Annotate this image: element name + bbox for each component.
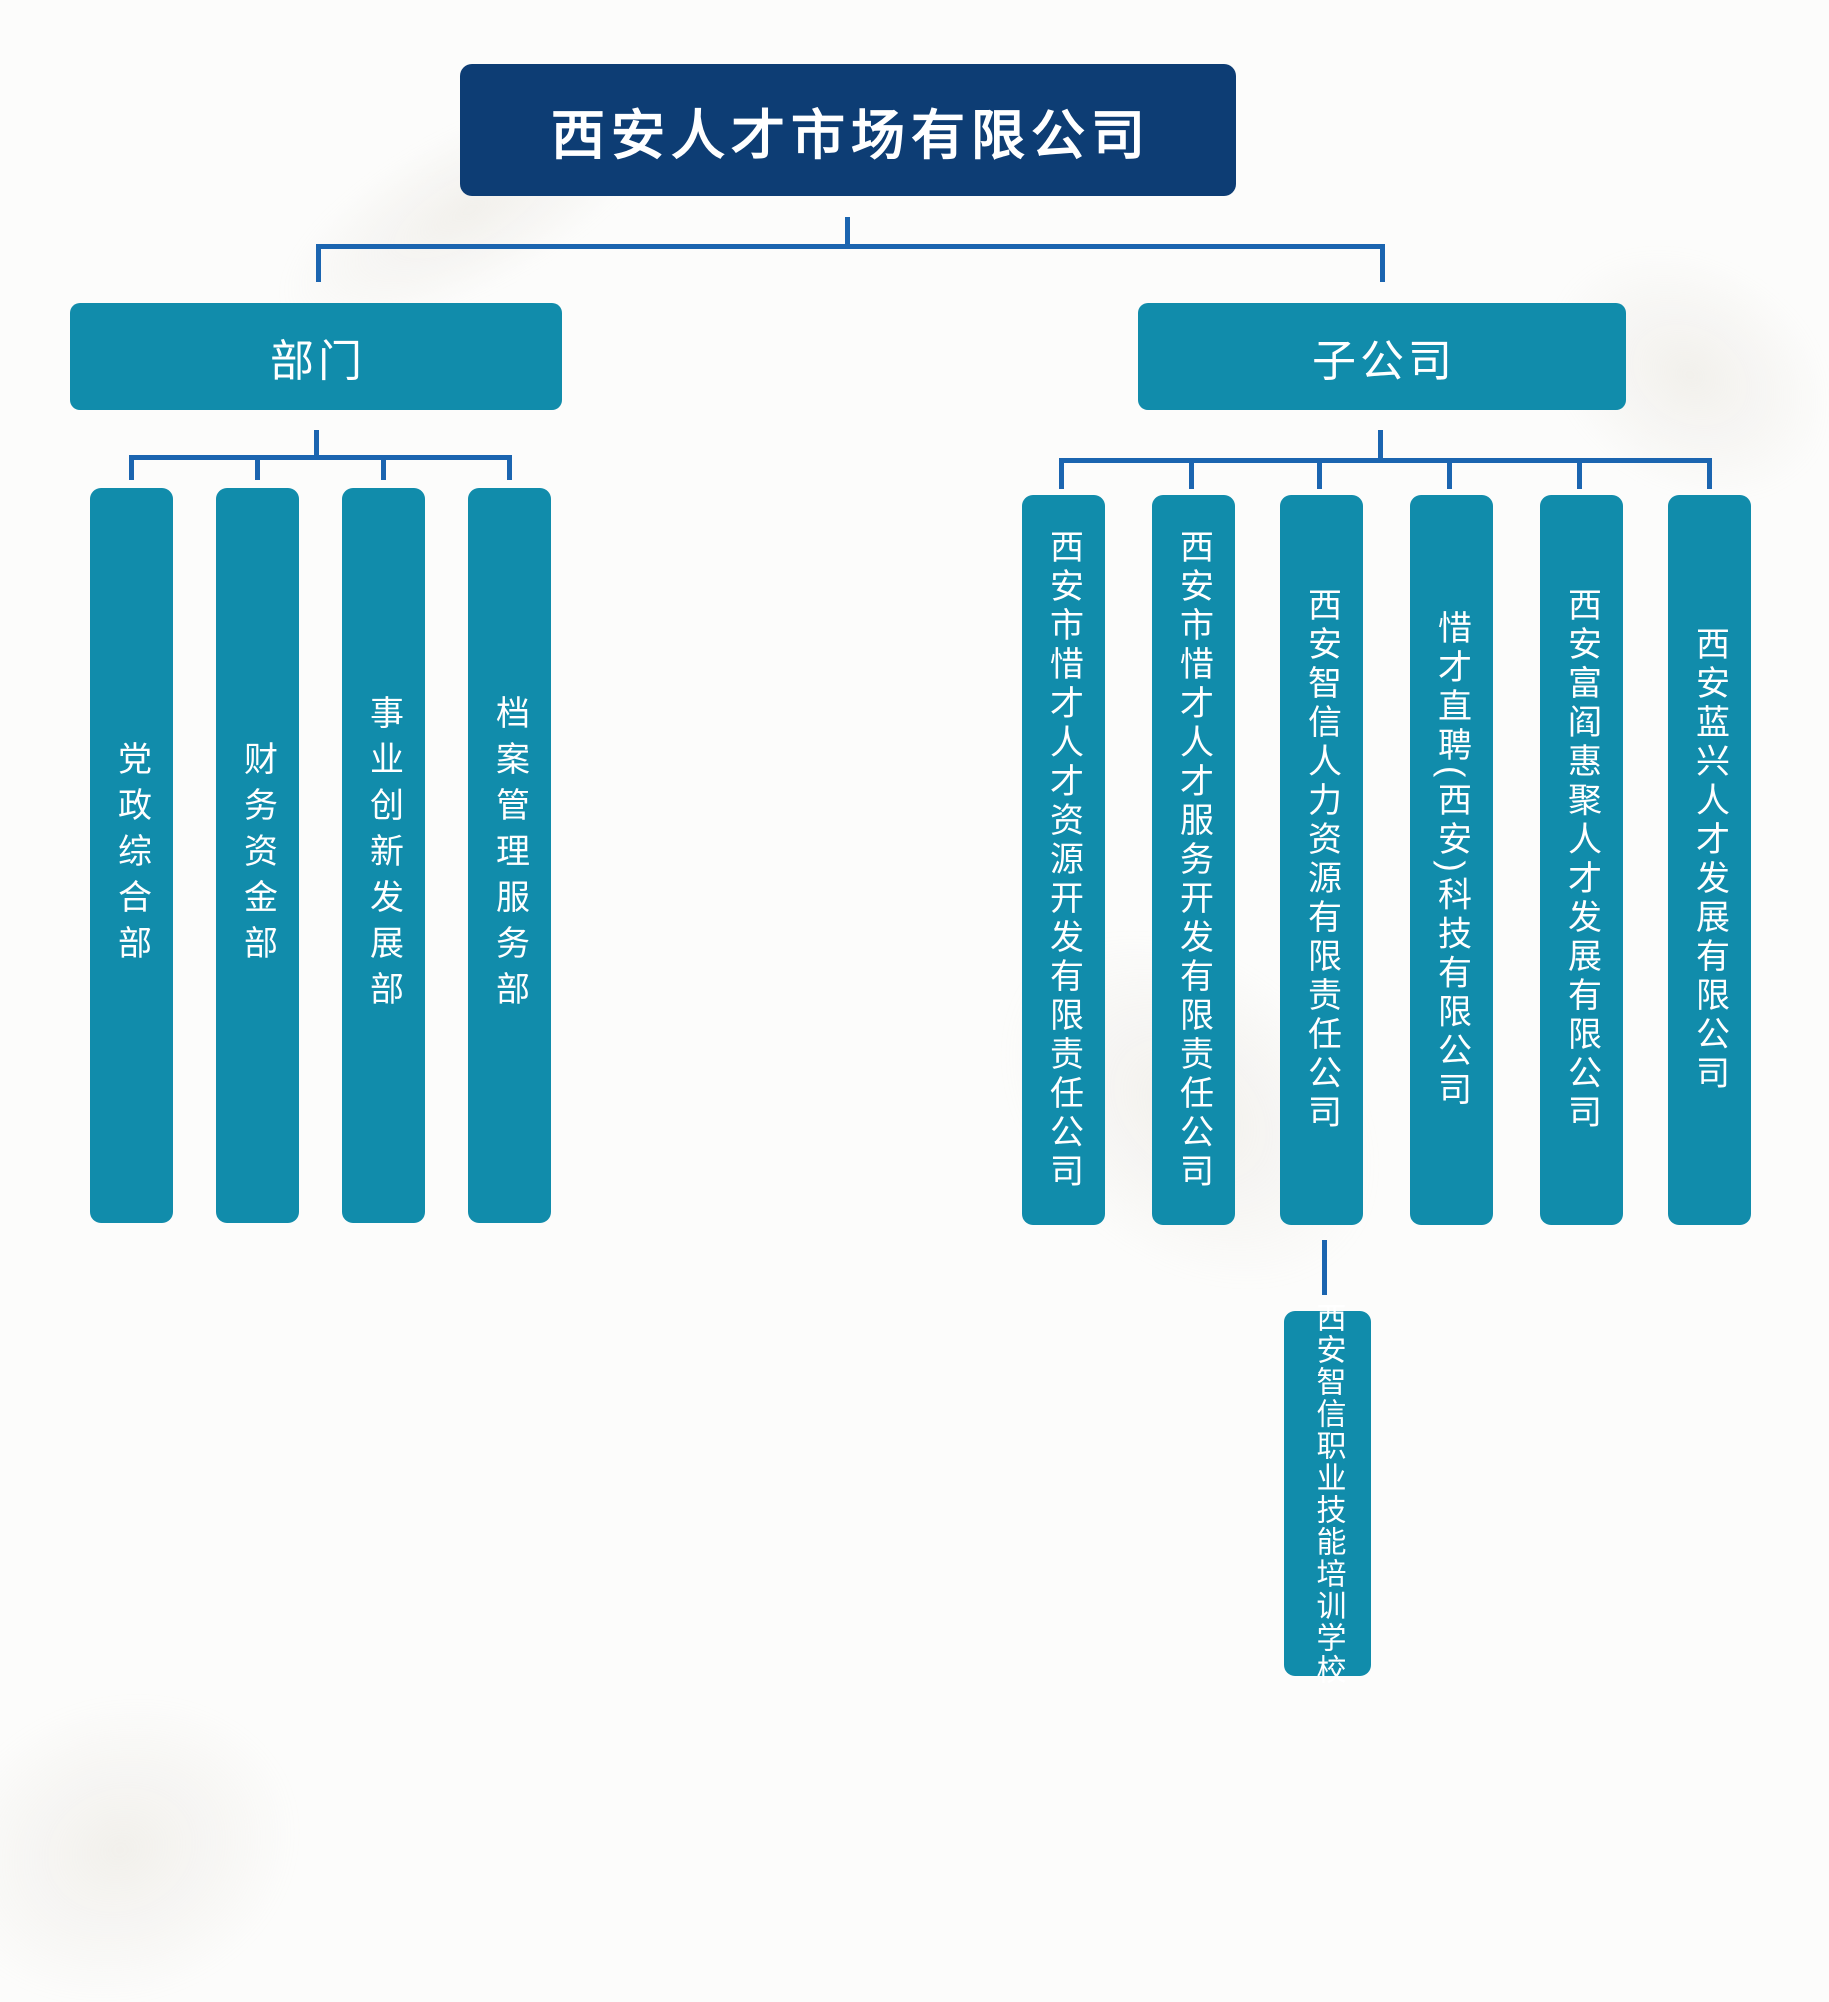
connector-corner-right — [1380, 244, 1385, 282]
dept-node-innovation: 事业创新发展部 — [342, 488, 425, 1223]
dept-node-label: 事业创新发展部 — [364, 694, 403, 1017]
connector-sub-drop — [1447, 458, 1452, 489]
dept-node-label: 党政综合部 — [112, 740, 151, 971]
connector-dept-drop — [381, 455, 386, 480]
connector-dept-stem — [314, 430, 319, 457]
subsidiary-node-xicai-resources: 西安市惜才人才资源开发有限责任公司 — [1022, 495, 1105, 1225]
connector-dept-horizontal — [129, 455, 512, 460]
connector-sub-drop — [1059, 458, 1064, 489]
dept-node-party-admin: 党政综合部 — [90, 488, 173, 1223]
connector-dept-drop — [507, 455, 512, 480]
connector-dept-drop — [255, 455, 260, 480]
group-node-subsidiaries: 子公司 — [1138, 303, 1626, 410]
connector-root-stem — [845, 217, 850, 249]
connector-school-stem — [1322, 1240, 1327, 1295]
subsidiary-node-label: 西安富阎惠聚人才发展有限公司 — [1562, 587, 1601, 1133]
school-node-zhixin-training: 西安智信职业技能培训学校 — [1284, 1302, 1371, 1686]
dept-node-label: 财务资金部 — [238, 740, 277, 971]
background-wisp — [0, 1651, 338, 2002]
subsidiary-node-label: 西安市惜才人才服务开发有限责任公司 — [1174, 528, 1213, 1192]
subsidiary-node-label: 西安蓝兴人才发展有限公司 — [1690, 626, 1729, 1094]
dept-node-archives: 档案管理服务部 — [468, 488, 551, 1223]
subsidiary-node-lanxing: 西安蓝兴人才发展有限公司 — [1668, 495, 1751, 1225]
subsidiary-node-fuyan-huiju: 西安富阎惠聚人才发展有限公司 — [1540, 495, 1623, 1225]
root-company-node: 西安人才市场有限公司 — [460, 64, 1236, 196]
subsidiary-node-xicai-zhipin: 惜才直聘(西安)科技有限公司 — [1410, 495, 1493, 1225]
dept-node-label: 档案管理服务部 — [490, 694, 529, 1017]
connector-dept-drop — [129, 455, 134, 480]
group-node-departments: 部门 — [70, 303, 562, 410]
connector-sub-drop — [1317, 458, 1322, 489]
connector-sub-drop — [1189, 458, 1194, 489]
connector-main-horizontal — [316, 244, 1385, 249]
subsidiary-node-label: 西安智信人力资源有限责任公司 — [1302, 587, 1341, 1133]
connector-sub-horizontal — [1059, 458, 1712, 463]
school-node-label: 西安智信职业技能培训学校 — [1311, 1301, 1345, 1686]
dept-node-finance: 财务资金部 — [216, 488, 299, 1223]
subsidiary-node-xicai-services: 西安市惜才人才服务开发有限责任公司 — [1152, 495, 1235, 1225]
subsidiary-node-zhixin-hr: 西安智信人力资源有限责任公司 — [1280, 495, 1363, 1225]
connector-sub-stem — [1378, 430, 1383, 460]
connector-sub-drop — [1577, 458, 1582, 489]
subsidiary-node-label: 西安市惜才人才资源开发有限责任公司 — [1044, 528, 1083, 1192]
connector-corner-left — [316, 244, 321, 282]
connector-sub-drop — [1707, 458, 1712, 489]
subsidiary-node-label: 惜才直聘(西安)科技有限公司 — [1432, 609, 1471, 1111]
